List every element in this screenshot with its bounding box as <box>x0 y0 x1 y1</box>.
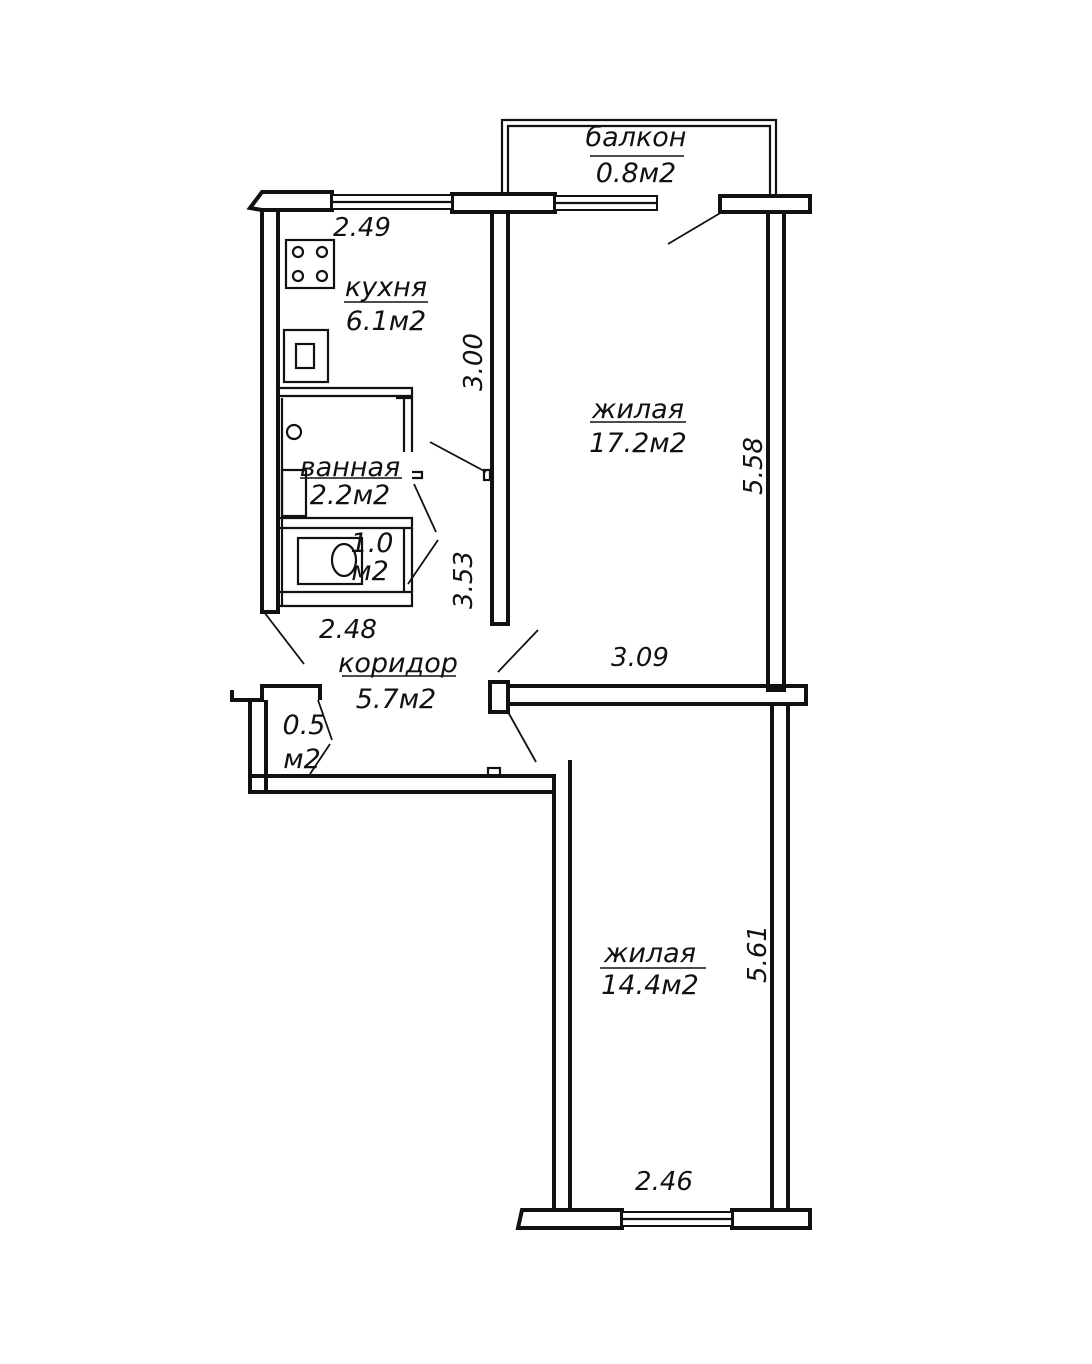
dim-corridor-width: 2.48 <box>319 615 377 645</box>
fixtures <box>280 238 364 586</box>
corridor-area: 5.7м2 <box>356 684 437 715</box>
toilet-icon <box>296 536 364 586</box>
dim-living2-width: 2.46 <box>635 1167 693 1197</box>
balcony-name: балкон <box>586 122 687 153</box>
toilet-area: м2 <box>351 556 389 587</box>
stove-icon <box>284 238 336 290</box>
storage-area: м2 <box>283 744 321 775</box>
dimension-labels: 2.49 3.00 3.53 2.48 5.58 3.09 5.61 2.46 <box>319 213 773 1197</box>
living2-name: жилая <box>603 938 696 969</box>
dim-living1-width: 3.09 <box>611 643 669 673</box>
doors <box>263 211 723 778</box>
dim-living1-length: 5.58 <box>739 437 769 495</box>
dim-corridor-length: 3.53 <box>449 551 479 609</box>
living2-area: 14.4м2 <box>601 970 699 1001</box>
corridor-name: коридор <box>338 648 458 679</box>
kitchen-area: 6.1м2 <box>346 306 427 337</box>
walls <box>230 190 812 1230</box>
living1-area: 17.2м2 <box>589 428 687 459</box>
bathroom-area: 2.2м2 <box>310 480 391 511</box>
toilet-name: 1.0 <box>351 528 394 559</box>
balcony-outline <box>500 118 778 196</box>
living1-name: жилая <box>591 394 684 425</box>
kitchen-name: кухня <box>345 272 427 303</box>
storage-name: 0.5 <box>283 710 326 741</box>
dim-living2-length: 5.61 <box>743 925 773 983</box>
dim-kitchen-width: 2.49 <box>333 213 391 243</box>
bathtub-icon <box>280 468 308 518</box>
washbasin-icon <box>285 423 303 441</box>
balcony-area: 0.8м2 <box>596 158 677 189</box>
room-labels: балкон 0.8м2 кухня 6.1м2 жилая 17.2м2 ва… <box>283 122 706 1001</box>
sink-icon <box>282 328 330 384</box>
dim-kitchen-length: 3.00 <box>459 333 489 391</box>
